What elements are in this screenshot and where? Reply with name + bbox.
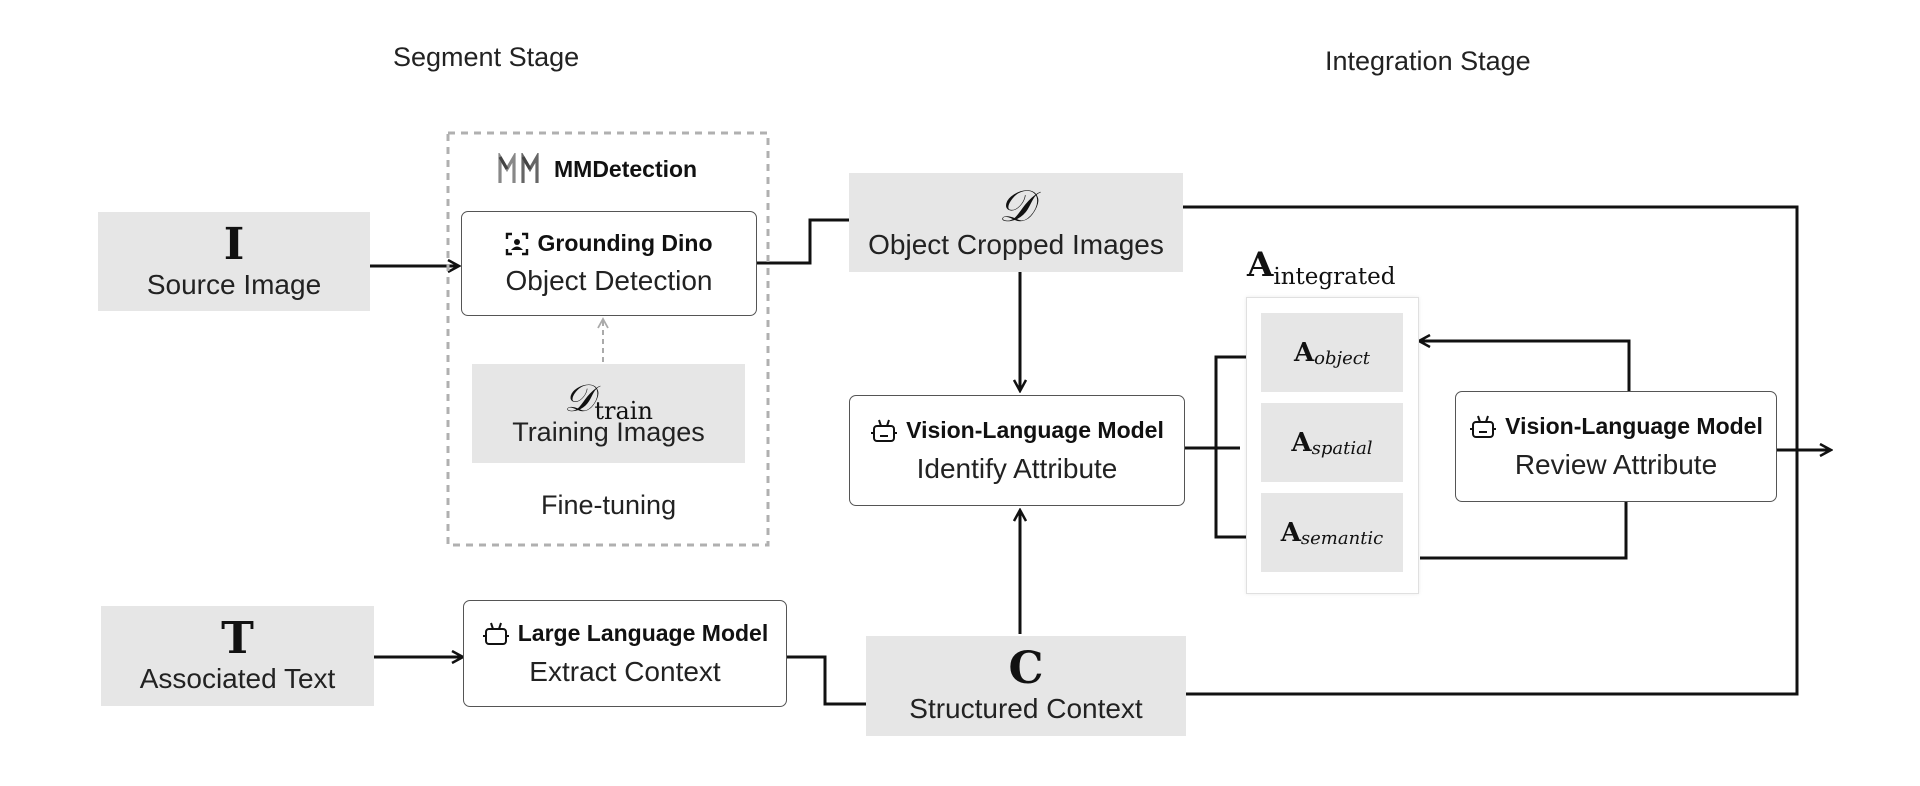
- structured-context-label: Structured Context: [909, 693, 1143, 724]
- associated-text-label: Associated Text: [139, 663, 336, 694]
- edge-llm-to-context: [786, 655, 866, 706]
- edge-review-to-object: [1420, 341, 1631, 394]
- object-detection-label: Object Detection: [505, 265, 713, 296]
- integrated-label: A integrated: [1247, 245, 1395, 290]
- training-images-label: Training Images: [512, 417, 705, 447]
- cropped-images-symbol: 𝒟: [998, 180, 1034, 232]
- mmdetection-frame: [446, 131, 770, 547]
- attr-spatial-subscript: spatial: [1311, 438, 1373, 459]
- attr-spatial-symbol: A: [1291, 427, 1312, 458]
- source-image-node: I Source Image: [98, 212, 370, 311]
- extract-context-label: Extract Context: [529, 655, 721, 687]
- fine-tuning-label: Fine-tuning: [541, 490, 677, 520]
- mmdetection-label: MMDetection: [554, 155, 698, 182]
- robot-icon: [1470, 415, 1497, 438]
- vlm-review-node: Vision-Language Model Review Attribute: [1455, 391, 1777, 502]
- attr-spatial-node: A spatial: [1261, 403, 1403, 482]
- integration-stage-title: Integration Stage: [1325, 46, 1531, 76]
- cropped-images-node: 𝒟 Object Cropped Images: [849, 173, 1183, 272]
- attr-object-subscript: object: [1314, 348, 1371, 369]
- vlm-identify-title: Vision-Language Model: [906, 417, 1164, 443]
- grounding-dino-title-row: Grounding Dino: [505, 230, 713, 257]
- vlm-identify-title-row: Vision-Language Model: [870, 417, 1164, 445]
- segment-stage-title: Segment Stage: [393, 42, 580, 72]
- associated-text-symbol: T: [221, 613, 254, 664]
- source-image-symbol: I: [223, 218, 245, 270]
- grounding-dino-node: Grounding Dino Object Detection: [461, 211, 757, 316]
- vlm-review-title-row: Vision-Language Model: [1469, 413, 1763, 441]
- llm-title-row: Large Language Model: [482, 620, 768, 648]
- training-images-node: 𝒟 train Training Images: [472, 364, 745, 463]
- edge-semantic-to-review: [1420, 502, 1628, 560]
- associated-text-node: T Associated Text: [101, 606, 374, 706]
- attr-semantic-node: A semantic: [1261, 493, 1403, 572]
- structured-context-symbol: C: [1008, 643, 1044, 694]
- vlm-identify-node: Vision-Language Model Identify Attribute: [849, 395, 1185, 506]
- structured-context-node: C Structured Context: [866, 636, 1186, 736]
- attr-object-symbol: A: [1293, 337, 1315, 368]
- cropped-images-label: Object Cropped Images: [868, 228, 1164, 260]
- integrated-symbol: A: [1247, 245, 1274, 285]
- mmdetection-header: MMDetection: [498, 153, 697, 185]
- integrated-subscript: integrated: [1273, 264, 1396, 290]
- vlm-review-title: Vision-Language Model: [1505, 413, 1763, 439]
- robot-icon: [871, 419, 898, 442]
- attr-semantic-symbol: A: [1280, 517, 1301, 548]
- dtrain-symbol-row: 𝒟 train: [564, 376, 653, 425]
- review-attribute-label: Review Attribute: [1514, 448, 1718, 480]
- robot-icon: [482, 622, 509, 645]
- identify-attribute-label: Identify Attribute: [916, 452, 1118, 484]
- grounding-dino-title: Grounding Dino: [537, 230, 713, 256]
- mmdetection-logo-icon: [498, 153, 539, 183]
- attr-semantic-subscript: semantic: [1300, 528, 1384, 549]
- edge-detection-to-cropped: [757, 218, 850, 265]
- attr-object-node: A object: [1261, 313, 1403, 392]
- llm-title: Large Language Model: [517, 620, 769, 646]
- source-image-label: Source Image: [146, 268, 322, 300]
- dtrain-symbol: 𝒟: [564, 376, 595, 420]
- llm-node: Large Language Model Extract Context: [463, 600, 787, 707]
- dtrain-subscript: train: [594, 397, 653, 425]
- detection-icon: [506, 232, 529, 255]
